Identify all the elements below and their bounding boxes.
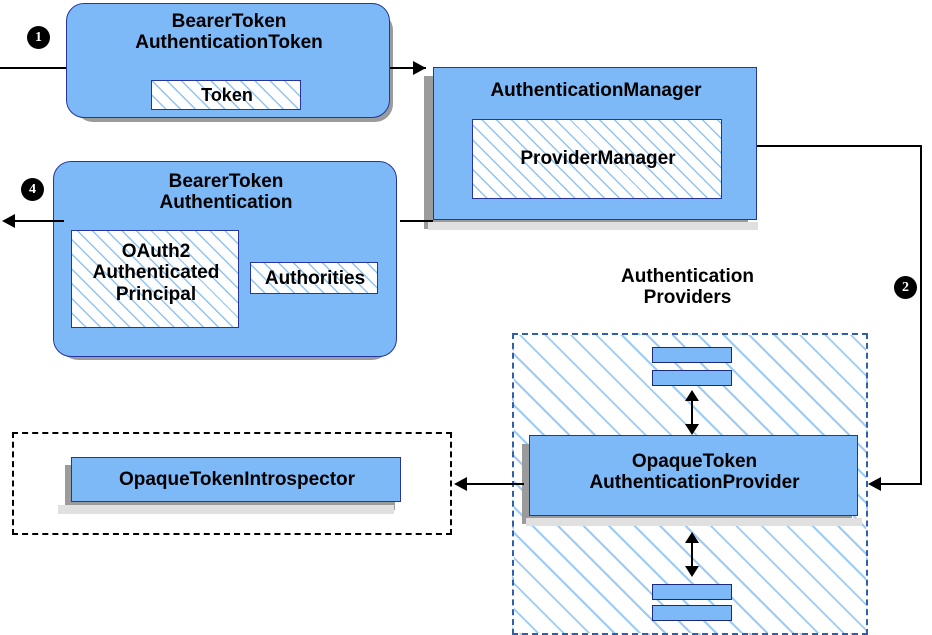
step-marker-2: 2 [894, 276, 917, 299]
oauth2-authenticated-principal-inner-box: OAuth2 Authenticated Principal [71, 230, 239, 328]
connector-exit-bearer-token-authentication [14, 220, 64, 222]
oauth2-authenticated-principal-label: OAuth2 Authenticated Principal [92, 241, 220, 305]
arrowhead-exit-left [2, 214, 15, 228]
provider-manager-inner-box: ProviderManager [472, 119, 722, 199]
connector-authmanager-return [400, 220, 433, 222]
connector-entry-to-bearer-token [0, 67, 68, 69]
arrowhead-provider-stack-bottom-down [685, 566, 699, 577]
arrowhead-token-to-authmanager [413, 61, 426, 75]
opaque-token-introspector-shadow-light [58, 505, 394, 514]
opaque-token-authentication-provider-title: OpaqueToken AuthenticationProvider [589, 451, 800, 494]
authorities-inner-box: Authorities [250, 262, 378, 294]
arrowhead-into-opaque-token-provider [868, 477, 881, 491]
provider-stack-bar-bottom-1 [652, 584, 732, 600]
opaque-token-introspector-node[interactable]: OpaqueTokenIntrospector [71, 457, 401, 502]
connector-provider-to-introspector [466, 483, 524, 485]
connector-authmanager-to-provider-vertical [920, 145, 922, 483]
step-marker-4: 4 [21, 178, 44, 201]
token-inner-box: Token [151, 80, 301, 110]
opaque-token-authentication-provider-node[interactable]: OpaqueToken AuthenticationProvider [529, 435, 858, 516]
connector-provider-stack-top [691, 398, 693, 432]
arrowhead-provider-stack-bottom-up [685, 532, 699, 543]
authentication-manager-title: AuthenticationManager [490, 80, 702, 101]
opaque-token-introspector-title: OpaqueTokenIntrospector [118, 469, 356, 490]
connector-authmanager-to-provider-top [757, 145, 922, 147]
provider-manager-label: ProviderManager [520, 148, 676, 169]
provider-stack-bar-top-2 [652, 370, 732, 386]
connector-token-to-authmanager [390, 67, 426, 69]
arrowhead-provider-stack-top-up [685, 390, 699, 401]
authentication-manager-shadow-light [428, 222, 758, 230]
token-inner-label: Token [201, 85, 253, 105]
bearer-token-authentication-title: BearerToken Authentication [159, 171, 293, 214]
arrowhead-into-introspector [454, 477, 467, 491]
provider-stack-bar-bottom-2 [652, 605, 732, 621]
provider-stack-bar-top-1 [652, 347, 732, 363]
connector-provider-stack-bottom [691, 540, 693, 574]
bearer-token-authentication-token-title: BearerToken AuthenticationToken [135, 11, 323, 54]
bearer-token-authentication-node[interactable]: BearerToken Authentication OAuth2 Authen… [53, 161, 397, 357]
bearer-token-authentication-token-node[interactable]: BearerToken AuthenticationToken Token [66, 3, 390, 118]
opaque-token-authentication-provider-shadow-light [526, 518, 862, 526]
authentication-manager-node[interactable]: AuthenticationManager ProviderManager [433, 67, 757, 220]
authentication-providers-group-title: Authentication Providers [621, 266, 754, 309]
authorities-label: Authorities [264, 268, 366, 289]
step-marker-1: 1 [27, 26, 50, 49]
connector-authmanager-to-provider-bottom [880, 483, 922, 485]
arrowhead-provider-stack-top-down [685, 424, 699, 435]
